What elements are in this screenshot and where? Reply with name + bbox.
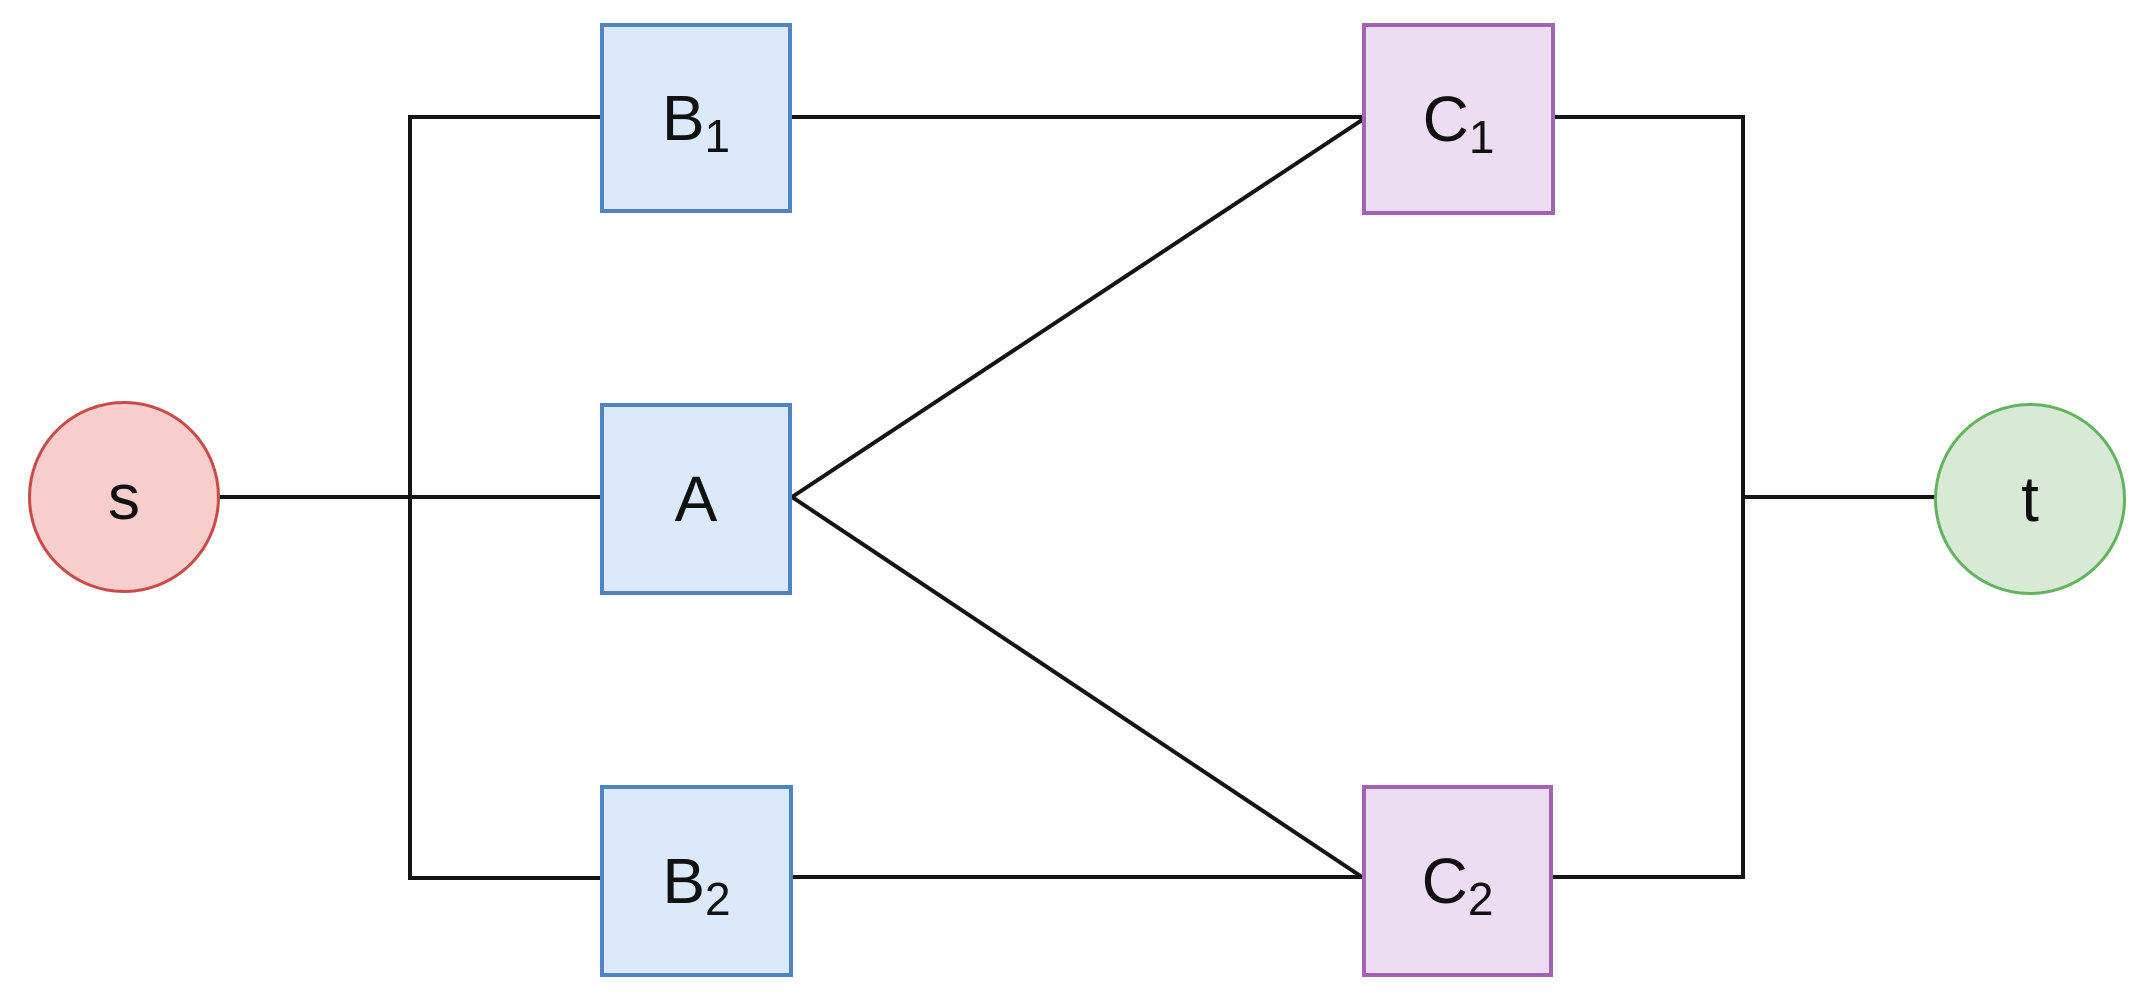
node-label-subscript: 2	[705, 873, 731, 925]
node-label: B	[661, 82, 705, 154]
node-label-subscript: 1	[1468, 111, 1495, 163]
node-s: s	[28, 401, 220, 593]
node-label: B	[662, 845, 706, 917]
node-a: A	[600, 403, 792, 595]
node-label-subscript: 1	[704, 110, 731, 162]
node-label: C	[1421, 845, 1468, 917]
edge-a-to-c2	[789, 494, 1365, 880]
node-label: A	[674, 463, 718, 535]
node-label: t	[2021, 463, 2039, 535]
node-label: C	[1422, 83, 1469, 155]
node-label: s	[108, 461, 140, 533]
node-t: t	[1934, 403, 2126, 595]
edge-a-to-c1	[789, 117, 1365, 500]
node-label-subscript: 2	[1467, 873, 1494, 925]
